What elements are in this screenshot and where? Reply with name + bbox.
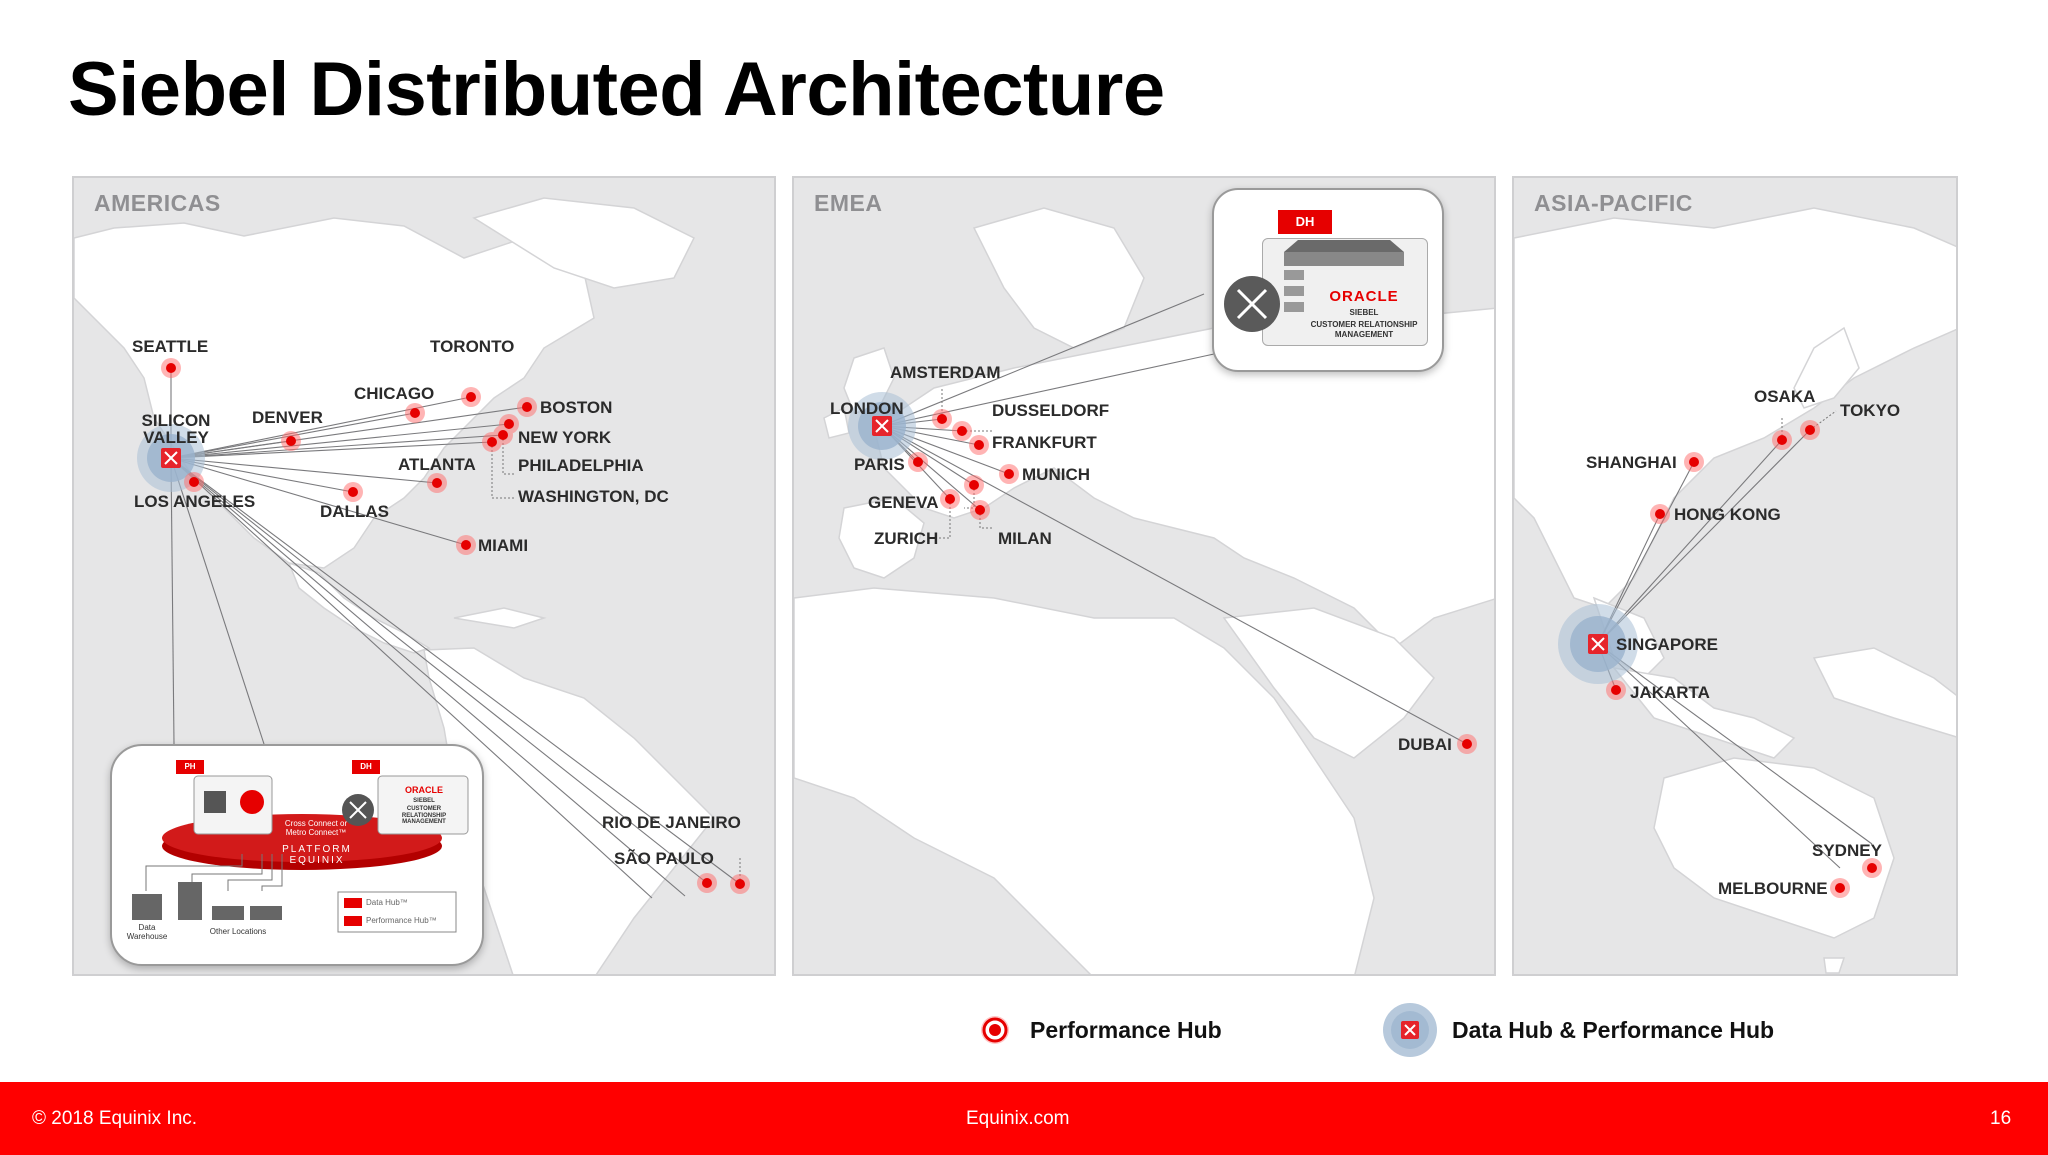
other-locations-label: Other Locations: [209, 927, 267, 936]
dh-badge: DH: [1278, 210, 1332, 234]
siebel-label: SIEBEL: [1349, 308, 1379, 317]
city-label: MELBOURNE: [1718, 879, 1828, 898]
city-label: DUSSELDORF: [992, 401, 1110, 420]
legend-ph-label: Performance Hub™: [366, 916, 437, 925]
emea-oracle-callout: DH ORACLE SIEBEL CUSTOMER RELATIONSHIP M…: [1212, 188, 1444, 372]
city-label: DENVER: [252, 408, 323, 427]
footer-bar: © 2018 Equinix Inc. Equinix.com 16: [0, 1082, 2048, 1155]
server-icon: [1224, 240, 1404, 332]
city-label: TORONTO: [430, 337, 515, 356]
hub-label: SINGAPORE: [1616, 635, 1719, 654]
americas-map-panel: AMERICAS SEATTLE TORONTO CHICAGO DENVER …: [72, 176, 776, 976]
region-label-apac: ASIA-PACIFIC: [1534, 190, 1693, 216]
city-label: SHANGHAI: [1586, 453, 1677, 472]
crm-label: CUSTOMER RELATIONSHIP MANAGEMENT: [1310, 320, 1418, 339]
oracle-logo: ORACLE: [1329, 288, 1399, 305]
crm-label: CUSTOMER RELATIONSHIP MANAGEMENT: [401, 806, 447, 826]
apac-map-panel: ASIA-PACIFIC SINGAPORE OSAKA TOKYO SHANG…: [1512, 176, 1958, 976]
website-link[interactable]: Equinix.com: [966, 1108, 1070, 1129]
city-label: NEW YORK: [518, 428, 612, 447]
dh-badge: DH: [360, 762, 372, 771]
city-label: MILAN: [998, 529, 1052, 548]
region-label-emea: EMEA: [814, 190, 883, 216]
city-label: AMSTERDAM: [890, 363, 1001, 382]
legend-label: Data Hub & Performance Hub: [1452, 1016, 1775, 1043]
city-label: CHICAGO: [354, 384, 435, 403]
legend-data-hub: Data Hub & Performance Hub: [1382, 1003, 1775, 1057]
legend-label: Performance Hub: [1030, 1016, 1222, 1043]
city-label: LOS ANGELES: [134, 492, 256, 511]
emea-map-panel: EMEA LONDON AMSTERDAM DUSSELDORF FRANKFU…: [792, 176, 1496, 976]
ph-badge: PH: [184, 762, 196, 771]
city-label: HONG KONG: [1674, 505, 1781, 524]
city-label: ZURICH: [874, 529, 939, 548]
page-number: 16: [1990, 1108, 2012, 1129]
city-label: GENEVA: [868, 493, 939, 512]
apac-map: [1514, 207, 1956, 974]
platform-equinix-diagram: [132, 760, 469, 933]
legend-dh-label: Data Hub™: [366, 898, 408, 907]
region-label-americas: AMERICAS: [94, 190, 221, 216]
city-label: WASHINGTON, DC: [518, 487, 669, 506]
city-label: SÃO PAULO: [614, 849, 714, 868]
hub-label: LONDON: [830, 399, 904, 418]
city-label: SYDNEY: [1812, 841, 1882, 860]
city-label: TOKYO: [1840, 401, 1901, 420]
city-label: ATLANTA: [398, 455, 476, 474]
platform-label: PLATFORM EQUINIX: [282, 844, 352, 866]
emea-map: [794, 207, 1494, 974]
slide-title: Siebel Distributed Architecture: [68, 47, 1165, 132]
city-label: OSAKA: [1754, 387, 1816, 406]
performance-hub-markers: [161, 358, 750, 894]
city-label: BOSTON: [540, 398, 613, 417]
data-warehouse-label: Data Warehouse: [126, 923, 168, 941]
city-label: MUNICH: [1022, 465, 1090, 484]
americas-map: [74, 197, 750, 974]
city-label: DALLAS: [320, 502, 389, 521]
city-label: MIAMI: [478, 536, 529, 555]
oracle-logo: ORACLE: [405, 785, 443, 795]
blue-hub-icon: [1383, 1003, 1437, 1057]
legend-performance-hub: Performance Hub: [978, 1008, 1222, 1052]
americas-callout: PH DH Cross Connect or Metro Connect™ PL…: [110, 744, 484, 966]
city-label: DUBAI: [1398, 735, 1452, 754]
city-label: JAKARTA: [1630, 683, 1710, 702]
city-label: RIO DE JANEIRO: [602, 813, 741, 832]
city-label: PHILADELPHIA: [518, 456, 644, 475]
cross-connect-label: Cross Connect or Metro Connect™: [284, 819, 348, 837]
city-label: SEATTLE: [132, 337, 209, 356]
city-label: PARIS: [854, 455, 905, 474]
city-label: FRANKFURT: [992, 433, 1097, 452]
red-target-icon: [981, 1016, 1009, 1044]
copyright-text: © 2018 Equinix Inc.: [32, 1108, 198, 1129]
siebel-label: SIEBEL: [413, 798, 435, 804]
hub-label: SILICON VALLEY: [141, 411, 211, 447]
